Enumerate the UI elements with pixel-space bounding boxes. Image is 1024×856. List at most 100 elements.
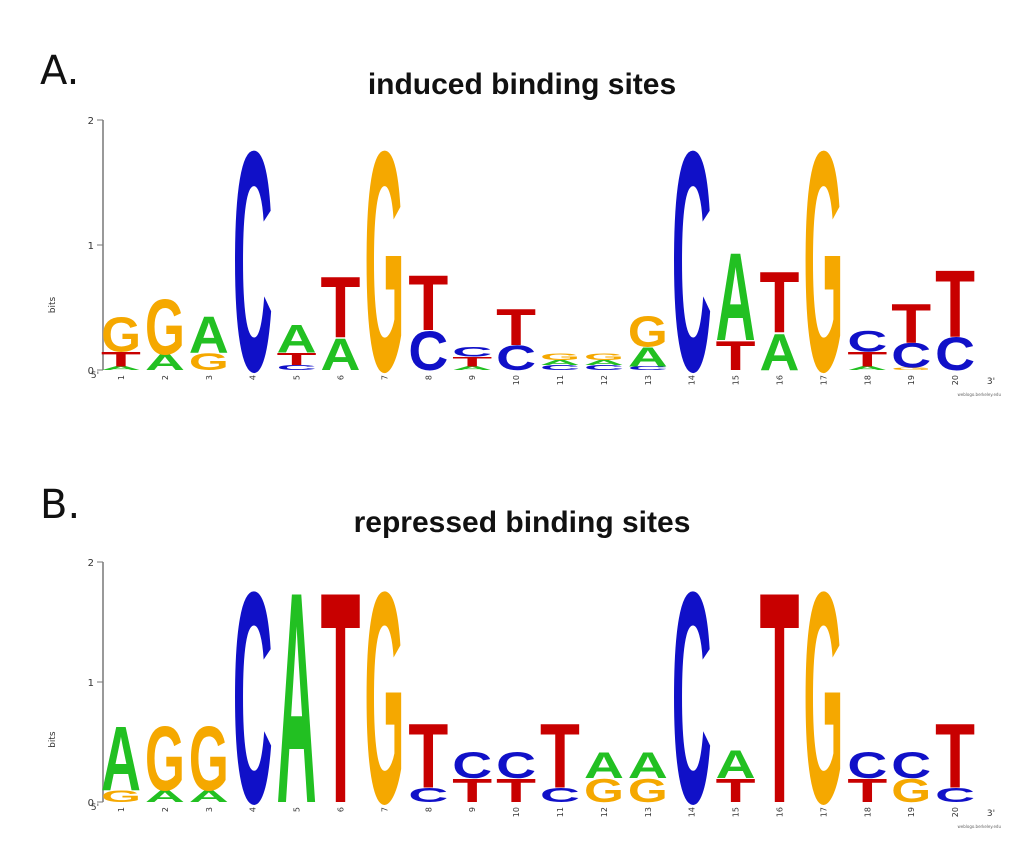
- logo-letter-g: G: [101, 307, 141, 362]
- logo-letter-t: T: [847, 772, 887, 809]
- logo-letter-c: C: [935, 328, 975, 380]
- logo-letter-g: G: [584, 773, 624, 810]
- logo-letter-t: T: [540, 705, 580, 808]
- logo-letter-g: G: [364, 85, 404, 437]
- panel-b-title: repressed binding sites: [353, 506, 691, 539]
- logo-letter-a: A: [145, 787, 185, 806]
- position-label: 9: [468, 375, 477, 380]
- logo-letter-g: G: [189, 348, 229, 375]
- logo-letter-t: T: [452, 772, 492, 809]
- position-label: 10: [512, 375, 521, 385]
- position-label: 15: [732, 807, 741, 817]
- logo-letter-c: C: [277, 364, 317, 372]
- logo-letter-t: T: [847, 348, 887, 371]
- logo-letter-c: C: [847, 325, 887, 358]
- position-label: 12: [600, 375, 609, 385]
- position-label: 18: [863, 375, 872, 385]
- logo-letter-c: C: [496, 744, 536, 786]
- logo-letter-t: T: [496, 772, 536, 809]
- logo-letter-a: A: [628, 744, 668, 786]
- logo-panel-1: 012bits5'3'weblogo.berkeley.eduATG1AG2GA…: [48, 85, 1001, 437]
- logo-letter-a: A: [760, 323, 800, 381]
- logo-letter-g: G: [101, 787, 141, 806]
- position-label: 3: [205, 807, 214, 812]
- position-label: 20: [951, 807, 960, 817]
- logo-letter-t: T: [408, 260, 448, 347]
- logo-letter-a: A: [189, 306, 229, 364]
- logo-letter-g: G: [803, 529, 843, 856]
- logo-letter-c: C: [628, 365, 668, 371]
- three-prime-label: 3': [987, 809, 995, 819]
- y-tick-label: 2: [88, 116, 94, 127]
- panel-b-label: B.: [40, 482, 81, 528]
- position-label: 1: [117, 375, 126, 380]
- logo-letter-t: T: [496, 297, 536, 356]
- position-label: 15: [732, 375, 741, 385]
- logo-letter-c: C: [233, 86, 273, 437]
- logo-letter-c: C: [672, 86, 712, 437]
- position-label: 18: [863, 807, 872, 817]
- logo-letter-a: A: [716, 742, 756, 787]
- logo-letter-a: A: [277, 529, 317, 856]
- position-label: 2: [161, 807, 170, 812]
- position-label: 14: [688, 807, 697, 817]
- logo-letter-g: G: [628, 308, 668, 357]
- logo-letter-g: G: [145, 284, 185, 372]
- y-tick-label: 0: [88, 366, 94, 377]
- position-label: 7: [380, 807, 389, 812]
- logo-letter-c: C: [584, 364, 624, 372]
- position-label: 5: [293, 375, 302, 380]
- weblogo-credit: weblogo.berkeley.edu: [958, 824, 1002, 829]
- y-tick-label: 1: [88, 678, 94, 689]
- position-label: 2: [161, 375, 170, 380]
- logo-letter-g: G: [145, 706, 185, 810]
- logo-letter-g: G: [364, 529, 404, 856]
- position-label: 12: [600, 807, 609, 817]
- logo-letter-c: C: [540, 784, 580, 807]
- logo-letter-c: C: [452, 744, 492, 786]
- y-tick-label: 2: [88, 558, 94, 569]
- logo-letter-t: T: [891, 292, 931, 355]
- logo-letter-c: C: [496, 338, 536, 377]
- y-axis-label: bits: [48, 731, 58, 748]
- logo-letter-t: T: [408, 705, 448, 808]
- logo-letter-g: G: [540, 352, 580, 362]
- weblogo-credit: weblogo.berkeley.edu: [958, 392, 1002, 397]
- logo-letter-t: T: [716, 332, 756, 379]
- position-label: 19: [907, 375, 916, 385]
- logo-letter-a: A: [321, 329, 361, 380]
- logo-letter-c: C: [233, 529, 273, 856]
- y-axis-label: bits: [48, 296, 58, 313]
- position-label: 5: [293, 807, 302, 812]
- logo-letter-g: G: [584, 352, 624, 362]
- logo-letter-c: C: [408, 320, 448, 382]
- logo-letter-t: T: [101, 348, 141, 371]
- position-label: 4: [249, 375, 258, 380]
- logo-letter-c: C: [935, 784, 975, 807]
- logo-letter-g: G: [891, 773, 931, 810]
- logo-letter-t: T: [935, 251, 975, 357]
- logo-letter-t: T: [321, 259, 361, 356]
- logo-letter-t: T: [716, 772, 756, 809]
- logo-letter-g: G: [803, 85, 843, 437]
- five-prime-label: 5': [91, 803, 99, 813]
- position-label: 10: [512, 807, 521, 817]
- position-label: 19: [907, 807, 916, 817]
- position-label: 16: [776, 375, 785, 385]
- logo-letter-c: C: [672, 529, 712, 856]
- logo-letter-c: C: [891, 744, 931, 786]
- logo-letter-c: C: [408, 784, 448, 807]
- logo-letter-g: G: [628, 773, 668, 810]
- three-prime-label: 3': [987, 377, 995, 387]
- logo-letter-a: A: [145, 350, 185, 375]
- panel-a-title: induced binding sites: [367, 68, 677, 101]
- logo-letter-g: G: [189, 706, 229, 810]
- position-label: 16: [776, 807, 785, 817]
- logo-letter-a: A: [452, 365, 492, 371]
- logo-letter-a: A: [584, 744, 624, 786]
- five-prime-label: 5': [91, 371, 99, 381]
- logo-letter-a: A: [101, 708, 141, 811]
- logo-panel-2: 012bits5'3'weblogo.berkeley.eduGA1AG2AG3…: [48, 529, 1001, 856]
- position-label: 4: [249, 807, 258, 812]
